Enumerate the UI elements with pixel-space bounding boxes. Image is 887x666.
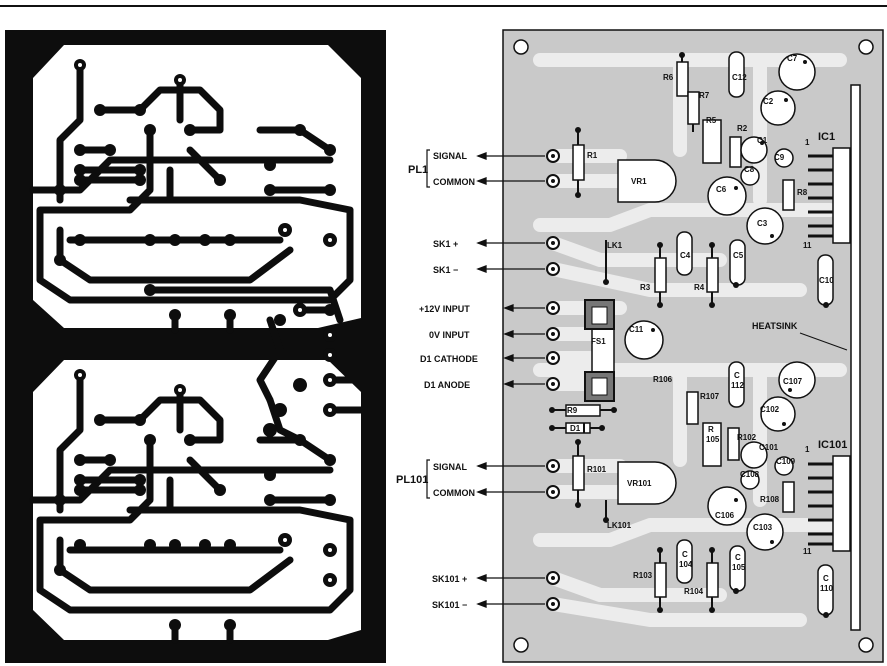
c12-label: C12 [732,73,747,82]
ic101-body [832,455,851,552]
r106-label: R106 [653,375,673,384]
d1-label: D1 [570,424,581,433]
vr1-label: VR1 [631,177,647,186]
c4-label: C4 [680,251,691,260]
vr101-label: VR101 [627,479,652,488]
r4-label: R4 [694,283,705,292]
v12-input-label: +12V INPUT [419,304,470,314]
r1-label: R1 [587,151,598,160]
r3-label: R3 [640,283,651,292]
copper-track-pattern [5,30,386,663]
c106-label: C106 [715,511,735,520]
common-label: COMMON [433,177,475,187]
r102-label: R102 [737,433,757,442]
heatsink-bar [850,84,861,631]
sk101-minus-label: SK101 − [432,600,467,610]
r8-label: R8 [797,188,808,197]
heatsink-leader [799,332,848,351]
r103-label: R103 [633,571,653,580]
c11-label: C11 [629,325,644,334]
d1-anode-label: D1 ANODE [424,380,470,390]
c10-label: C10 [819,276,834,285]
c102-label: C102 [760,405,780,414]
pl1-label: PL1 [408,164,428,176]
c5-label: C5 [733,251,744,260]
r7-label: R7 [699,91,710,100]
c3-label: C3 [757,219,768,228]
c103-label: C103 [753,523,773,532]
c107-label: C107 [783,377,803,386]
sk101-plus-label: SK101 + [432,574,467,584]
c110-b-label: 110 [820,584,833,593]
heatsink-label: HEATSINK [752,321,798,331]
component-overlay: PL1 SIGNAL COMMON SK1 + SK1 − +12V INPUT… [396,29,884,663]
r104-label: R104 [684,587,704,596]
c8-label: C8 [744,165,755,174]
c112-b-label: 112 [731,381,744,390]
vr1-body [617,159,677,203]
c6-label: C6 [716,185,727,194]
signal2-label: SIGNAL [433,462,468,472]
ic1-pin11-label: 11 [803,241,812,250]
r2-label: R2 [737,124,748,133]
sk1-minus-label: SK1 − [433,265,458,275]
r101-label: R101 [587,465,607,474]
c101-label: C101 [759,443,779,452]
signal-label: SIGNAL [433,151,468,161]
c112-a-label: C [734,371,740,380]
ic101-pin11-label: 11 [803,547,812,556]
c2-label: C2 [763,97,774,106]
ic1-body [832,147,851,244]
lk1-label: LK1 [607,241,623,250]
vr101-body [617,461,677,505]
r5-label: R5 [706,116,717,125]
c9-label: C9 [774,153,785,162]
c1-label: C1 [757,136,768,145]
sk1-plus-label: SK1 + [433,239,458,249]
d1-cathode-label: D1 CATHODE [420,354,478,364]
r107-label: R107 [700,392,720,401]
c108-label: C108 [740,470,760,479]
ic1-label: IC1 [818,131,835,143]
c105-a-label: C [735,553,741,562]
common2-label: COMMON [433,488,475,498]
c105-b-label: 105 [732,563,746,572]
r108-label: R108 [760,495,780,504]
r105-a-label: R [708,425,714,434]
lk101-label: LK101 [607,521,632,530]
ic101-pin1-label: 1 [805,445,810,454]
c7-label: C7 [787,54,798,63]
r105-b-label: 105 [706,435,720,444]
c104-a-label: C [682,550,688,559]
r6-label: R6 [663,73,674,82]
ic1-pin1-label: 1 [805,138,810,147]
pl101-label: PL101 [396,474,428,486]
r9-label: R9 [567,406,578,415]
c104-b-label: 104 [679,560,693,569]
c110-a-label: C [823,574,829,583]
fs1-label: FS1 [591,337,606,346]
ic101-label: IC101 [818,439,847,451]
ov-input-label: 0V INPUT [429,330,470,340]
c109-label: C109 [776,457,796,466]
top-rule [0,5,887,7]
